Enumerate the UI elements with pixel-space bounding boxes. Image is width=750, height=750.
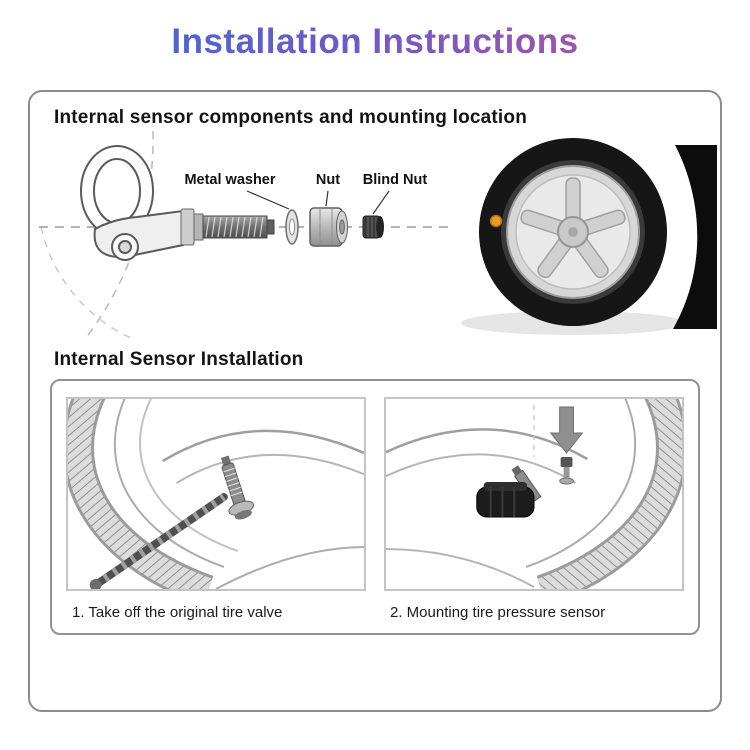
metal-washer-graphic <box>285 209 299 245</box>
components-illustration: Metal washer Nut Blind Nut <box>33 131 717 343</box>
section2-heading: Internal Sensor Installation <box>54 349 304 370</box>
sidewall-arc <box>113 399 225 568</box>
page-title: Installation Instructions <box>0 0 750 62</box>
sidewall-arc <box>525 399 637 568</box>
nut-label: Nut <box>316 172 340 188</box>
down-arrow-icon <box>549 406 584 454</box>
mounted-sensor-dot <box>489 214 503 228</box>
sensor-body-graphic <box>80 145 184 261</box>
components-diagram: Metal washer Nut Blind Nut <box>39 131 717 340</box>
bead-arc <box>386 548 535 588</box>
step2-caption: 2. Mounting tire pressure sensor <box>390 604 606 621</box>
rim-arc-2 <box>176 453 364 484</box>
installation-steps-panel: 1. Take off the original tire valve <box>50 379 700 635</box>
step-2: 2. Mounting tire pressure sensor <box>384 397 684 621</box>
tpms-sensor-graphic <box>476 465 542 518</box>
tire-tread-hatch <box>537 399 682 589</box>
blind-nut-graphic <box>362 215 384 239</box>
washer-leader-line <box>246 190 290 210</box>
original-valve-graphic <box>221 455 255 520</box>
valve-stem-graphic <box>180 208 275 246</box>
blind-nut-leader-line <box>372 190 390 215</box>
tire-edge-graphic <box>673 145 717 329</box>
sensor-valve-insert-graphic <box>559 457 574 485</box>
step2-illustration <box>384 397 684 591</box>
bead-arc <box>215 546 364 589</box>
rim-arc-2 <box>386 453 576 484</box>
step-1: 1. Take off the original tire valve <box>66 397 366 621</box>
section1-heading: Internal sensor components and mounting … <box>54 107 528 128</box>
step2-diagram <box>386 399 682 589</box>
tire-tread-hatch <box>68 399 213 589</box>
dashed-arc-2 <box>40 226 132 339</box>
blind-nut-label: Blind Nut <box>363 172 428 188</box>
step1-illustration <box>66 397 366 591</box>
nut-leader-line <box>325 190 329 207</box>
step1-diagram <box>68 399 364 589</box>
rim-arc <box>162 429 364 463</box>
instructions-panel: Internal sensor components and mounting … <box>28 90 722 712</box>
metal-washer-label: Metal washer <box>184 172 275 188</box>
valve-puller-tool-graphic <box>89 493 228 589</box>
nut-graphic <box>309 207 348 247</box>
step1-caption: 1. Take off the original tire valve <box>72 604 283 621</box>
wheel-illustration <box>461 138 685 335</box>
steps-row: 1. Take off the original tire valve <box>66 397 684 621</box>
sidewall-arc-2 <box>139 399 239 552</box>
